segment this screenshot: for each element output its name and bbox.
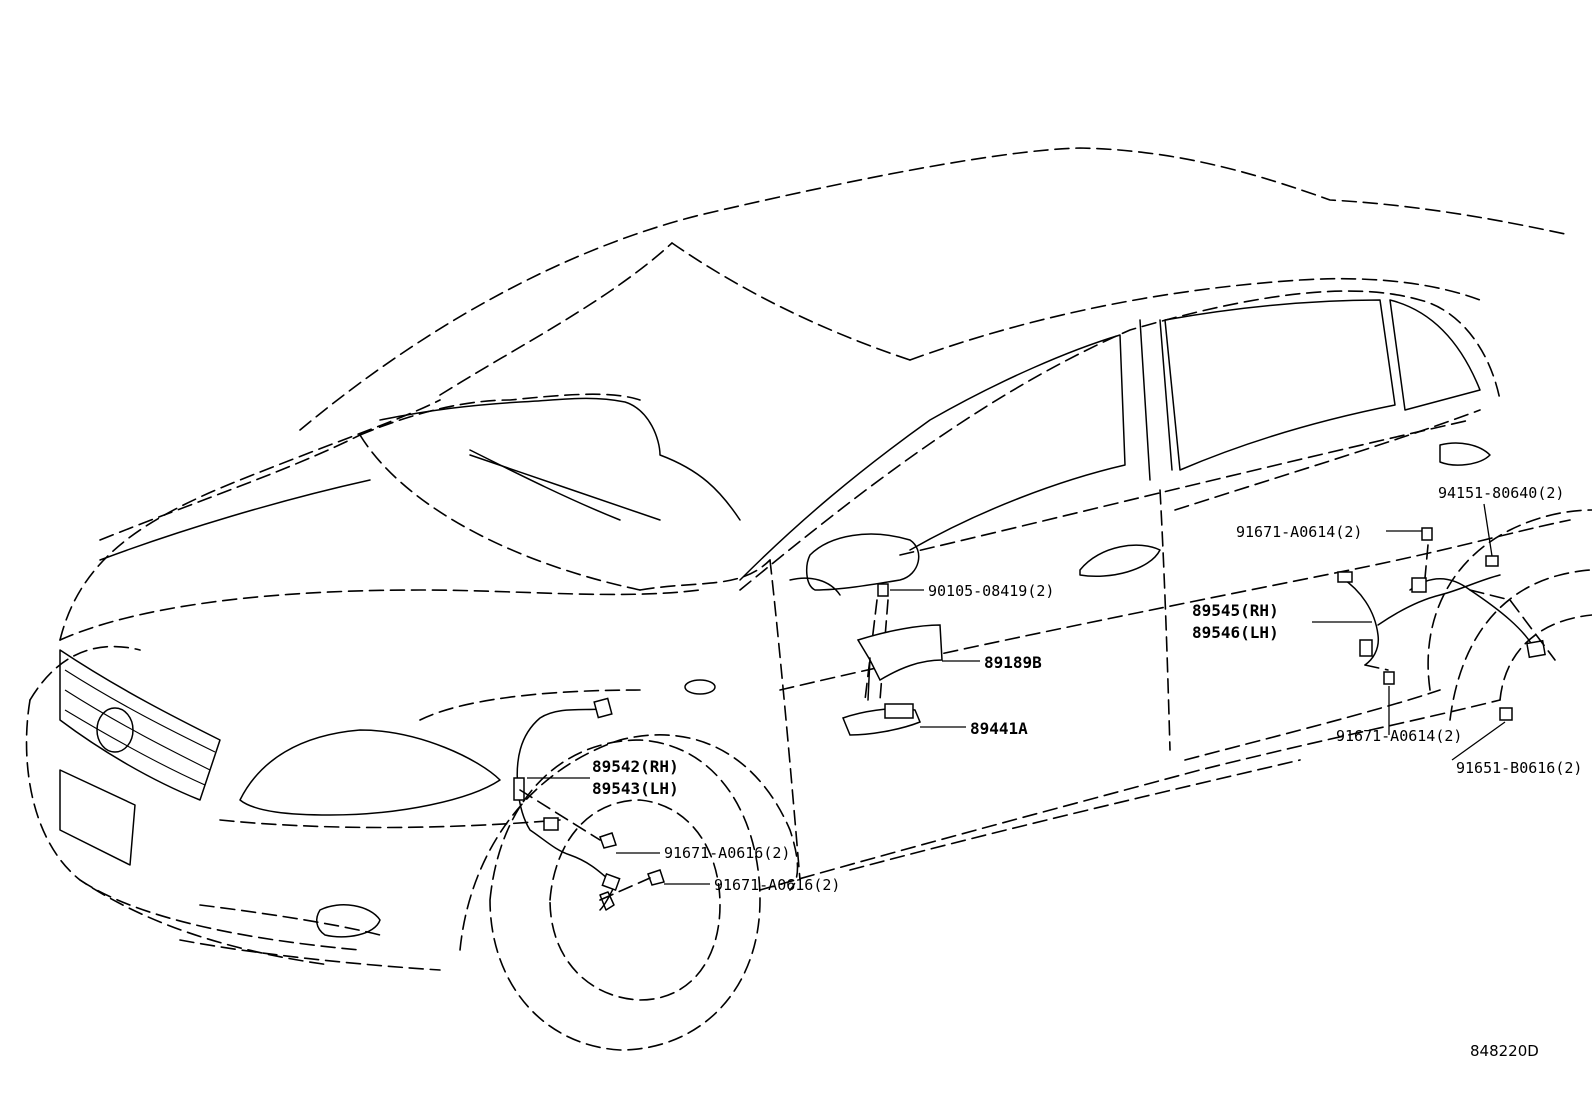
label-front-sensor-rh: 89542(RH) bbox=[592, 757, 679, 776]
label-rear-bolt-lower: 91671-A0614(2) bbox=[1336, 727, 1462, 745]
label-rear-bolt-upper: 91671-A0614(2) bbox=[1236, 523, 1362, 541]
diagram-reference-code: 848220D bbox=[1470, 1042, 1539, 1060]
label-rear-clip: 94151-80640(2) bbox=[1438, 484, 1564, 502]
label-rear-bolt-hub: 91651-B0616(2) bbox=[1456, 759, 1582, 777]
car-body-outline bbox=[25, 147, 1592, 1051]
label-front-bolt-upper: 91671-A0616(2) bbox=[664, 844, 790, 862]
front-speed-sensor bbox=[513, 697, 665, 911]
callout-labels: 89542(RH) 89543(LH) 91671-A0616(2) 91671… bbox=[592, 484, 1582, 1060]
rear-speed-sensor bbox=[1337, 527, 1556, 721]
label-bracket-bolt: 90105-08419(2) bbox=[928, 582, 1054, 600]
label-sensor-unit: 89441A bbox=[970, 719, 1028, 738]
label-bracket: 89189B bbox=[984, 653, 1042, 672]
label-rear-sensor-rh: 89545(RH) bbox=[1192, 601, 1279, 620]
bracket-assembly bbox=[842, 583, 943, 736]
leader-lines bbox=[527, 503, 1506, 885]
car-solid-details bbox=[59, 299, 1491, 938]
label-rear-sensor-lh: 89546(LH) bbox=[1192, 623, 1279, 642]
label-front-sensor-lh: 89543(LH) bbox=[592, 779, 679, 798]
label-front-bolt-lower: 91671-A0616(2) bbox=[714, 876, 840, 894]
